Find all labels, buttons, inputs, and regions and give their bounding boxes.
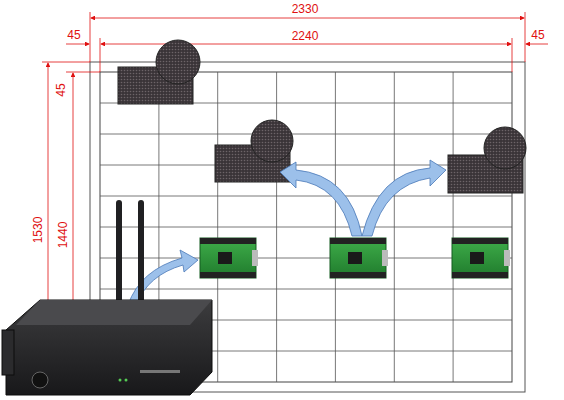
receiving-cards	[200, 238, 510, 278]
dimension-label: 2330	[291, 3, 320, 16]
dimension-label: 2240	[291, 30, 320, 43]
led-modules	[118, 40, 526, 193]
dimension-label: 45	[530, 29, 545, 42]
dimension-label: 1440	[57, 221, 70, 250]
dimension-label: 45	[66, 29, 81, 42]
dimension-label: 1530	[32, 216, 45, 245]
controller-box	[2, 200, 212, 395]
dimension-label: 45	[55, 82, 68, 97]
flow-arrows	[128, 160, 446, 305]
